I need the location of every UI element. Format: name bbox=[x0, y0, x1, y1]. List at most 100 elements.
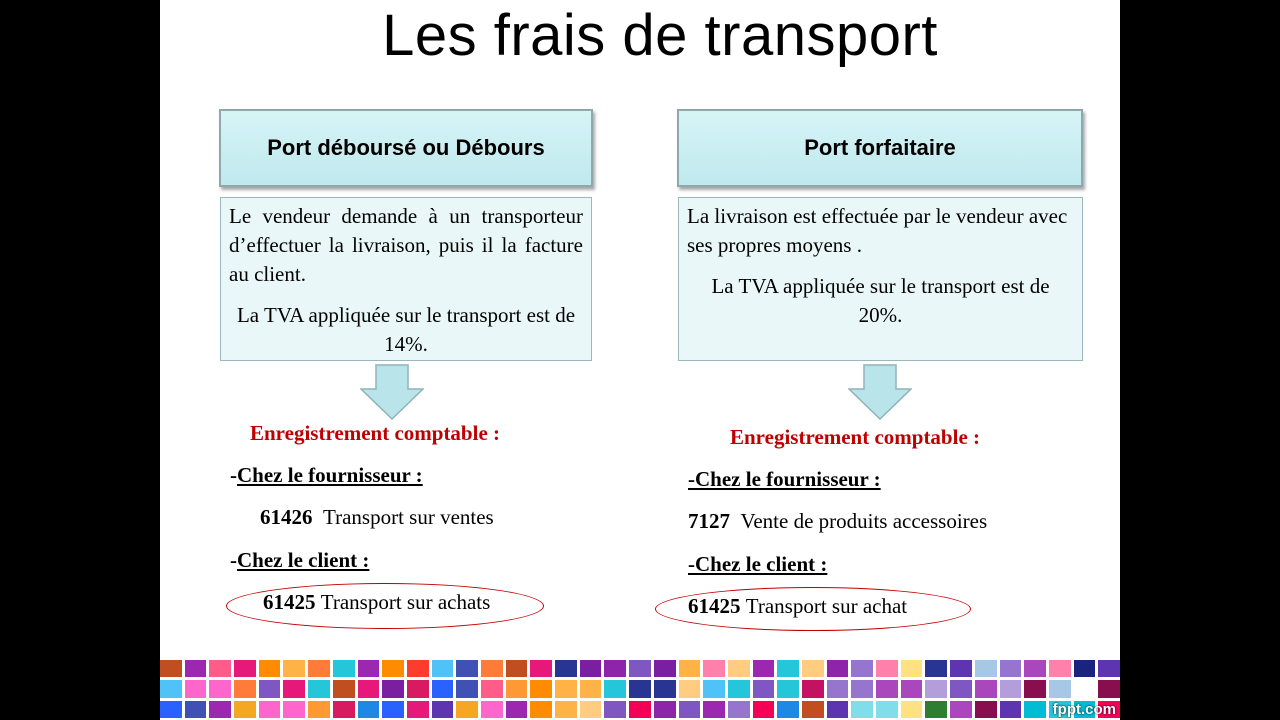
mosaic-tile bbox=[727, 700, 750, 718]
mosaic-tile bbox=[530, 700, 553, 718]
mosaic-tile bbox=[629, 680, 651, 698]
mosaic-tile bbox=[258, 700, 281, 718]
mosaic-tile bbox=[357, 700, 380, 718]
mosaic-tile bbox=[653, 660, 676, 678]
mosaic-tile bbox=[1073, 660, 1096, 678]
mosaic-tile bbox=[160, 660, 182, 678]
mosaic-tile bbox=[332, 700, 355, 718]
mosaic-tile bbox=[308, 680, 330, 698]
left-client-heading: -Chez le client : bbox=[230, 548, 370, 572]
mosaic-tile bbox=[777, 700, 799, 718]
mosaic-tile bbox=[505, 680, 528, 698]
left-accounting-title: Enregistrement comptable : bbox=[250, 421, 501, 445]
mosaic-tile bbox=[1048, 680, 1071, 698]
slide-title: Les frais de transport bbox=[382, 3, 938, 68]
mosaic-tile bbox=[406, 700, 429, 718]
mosaic-tile bbox=[234, 660, 256, 678]
mosaic-tile bbox=[999, 680, 1022, 698]
mosaic-tile bbox=[826, 660, 849, 678]
mosaic-tile bbox=[579, 680, 602, 698]
mosaic-tile bbox=[1098, 660, 1120, 678]
mosaic-tile bbox=[678, 700, 701, 718]
mosaic-tile bbox=[1024, 700, 1046, 718]
mosaic-tile bbox=[357, 680, 380, 698]
left-supplier-account: 61426 Transport sur ventes bbox=[260, 505, 494, 530]
mosaic-tile bbox=[653, 700, 676, 718]
right-supplier-account-name: Vente de produits accessoires bbox=[740, 509, 988, 533]
mosaic-tile bbox=[629, 660, 651, 678]
mosaic-tile bbox=[1098, 700, 1120, 718]
mosaic-tile bbox=[727, 680, 750, 698]
mosaic-tile bbox=[925, 660, 948, 678]
mosaic-tile bbox=[184, 700, 207, 718]
mosaic-tile bbox=[283, 660, 306, 678]
mosaic-tile bbox=[826, 680, 849, 698]
mosaic-tile bbox=[382, 660, 404, 678]
right-highlight-ellipse bbox=[655, 587, 971, 631]
mosaic-tile bbox=[900, 660, 923, 678]
mosaic-tile bbox=[555, 660, 577, 678]
mosaic-tile bbox=[234, 700, 256, 718]
mosaic-tile bbox=[678, 660, 701, 678]
mosaic-tile bbox=[999, 660, 1022, 678]
mosaic-tile bbox=[160, 700, 182, 718]
mosaic-tile bbox=[727, 660, 750, 678]
mosaic-tile bbox=[876, 680, 898, 698]
mosaic-tile bbox=[1048, 660, 1071, 678]
mosaic-tile bbox=[481, 700, 503, 718]
mosaic-tile bbox=[876, 700, 898, 718]
right-accounting-title: Enregistrement comptable : bbox=[730, 425, 981, 449]
mosaic-tile bbox=[184, 680, 207, 698]
mosaic-tile bbox=[777, 660, 799, 678]
mosaic-tile bbox=[703, 660, 725, 678]
mosaic-tile bbox=[1098, 680, 1120, 698]
left-header-box: Port déboursé ou Débours bbox=[219, 109, 593, 187]
mosaic-tile bbox=[1073, 700, 1096, 718]
mosaic-tile bbox=[1024, 680, 1046, 698]
right-vat-text: La TVA appliquée sur le transport est de… bbox=[711, 274, 1050, 327]
mosaic-tile bbox=[209, 700, 232, 718]
mosaic-tile bbox=[481, 680, 503, 698]
mosaic-tile bbox=[974, 660, 997, 678]
mosaic-tile bbox=[357, 660, 380, 678]
mosaic-tile bbox=[974, 680, 997, 698]
left-header-label: Port déboursé ou Débours bbox=[267, 135, 545, 160]
mosaic-tile bbox=[382, 680, 404, 698]
mosaic-tile bbox=[505, 660, 528, 678]
mosaic-tile bbox=[752, 660, 775, 678]
mosaic-tile bbox=[209, 680, 232, 698]
mosaic-tile bbox=[382, 700, 404, 718]
mosaic-tile bbox=[826, 700, 849, 718]
left-vat-text: La TVA appliquée sur le transport est de… bbox=[236, 303, 576, 356]
mosaic-tile bbox=[555, 700, 577, 718]
watermark: fppt.com bbox=[1052, 701, 1116, 718]
right-supplier-account: 7127 Vente de produits accessoires bbox=[688, 509, 987, 534]
mosaic-tile bbox=[258, 680, 281, 698]
mosaic-tile bbox=[604, 680, 627, 698]
mosaic-tile bbox=[209, 660, 232, 678]
mosaic-tile bbox=[851, 700, 874, 718]
right-supplier-heading: -Chez le fournisseur : bbox=[688, 467, 881, 491]
mosaic-tile bbox=[900, 700, 923, 718]
right-client-heading: -Chez le client : bbox=[688, 552, 828, 576]
right-description-box: La livraison est effectuée par le vendeu… bbox=[678, 197, 1083, 361]
mosaic-tile bbox=[308, 700, 330, 718]
mosaic-tile bbox=[579, 660, 602, 678]
mosaic-tile bbox=[703, 700, 725, 718]
slide: Les frais de transport Port déboursé ou … bbox=[160, 0, 1120, 720]
mosaic-tile bbox=[752, 680, 775, 698]
mosaic-tile bbox=[184, 660, 207, 678]
mosaic-tile bbox=[604, 700, 627, 718]
mosaic-tile bbox=[950, 700, 972, 718]
mosaic-tile bbox=[999, 700, 1022, 718]
mosaic-tile bbox=[555, 680, 577, 698]
mosaic-tile bbox=[950, 660, 972, 678]
right-description-text: La livraison est effectuée par le vendeu… bbox=[687, 204, 1068, 257]
mosaic-tile bbox=[456, 680, 478, 698]
mosaic-tile bbox=[703, 680, 725, 698]
mosaic-tile bbox=[258, 660, 281, 678]
mosaic-tile bbox=[283, 700, 306, 718]
mosaic-tile bbox=[530, 680, 553, 698]
left-supplier-heading: -Chez le fournisseur : bbox=[230, 463, 423, 487]
mosaic-tile bbox=[160, 680, 182, 698]
